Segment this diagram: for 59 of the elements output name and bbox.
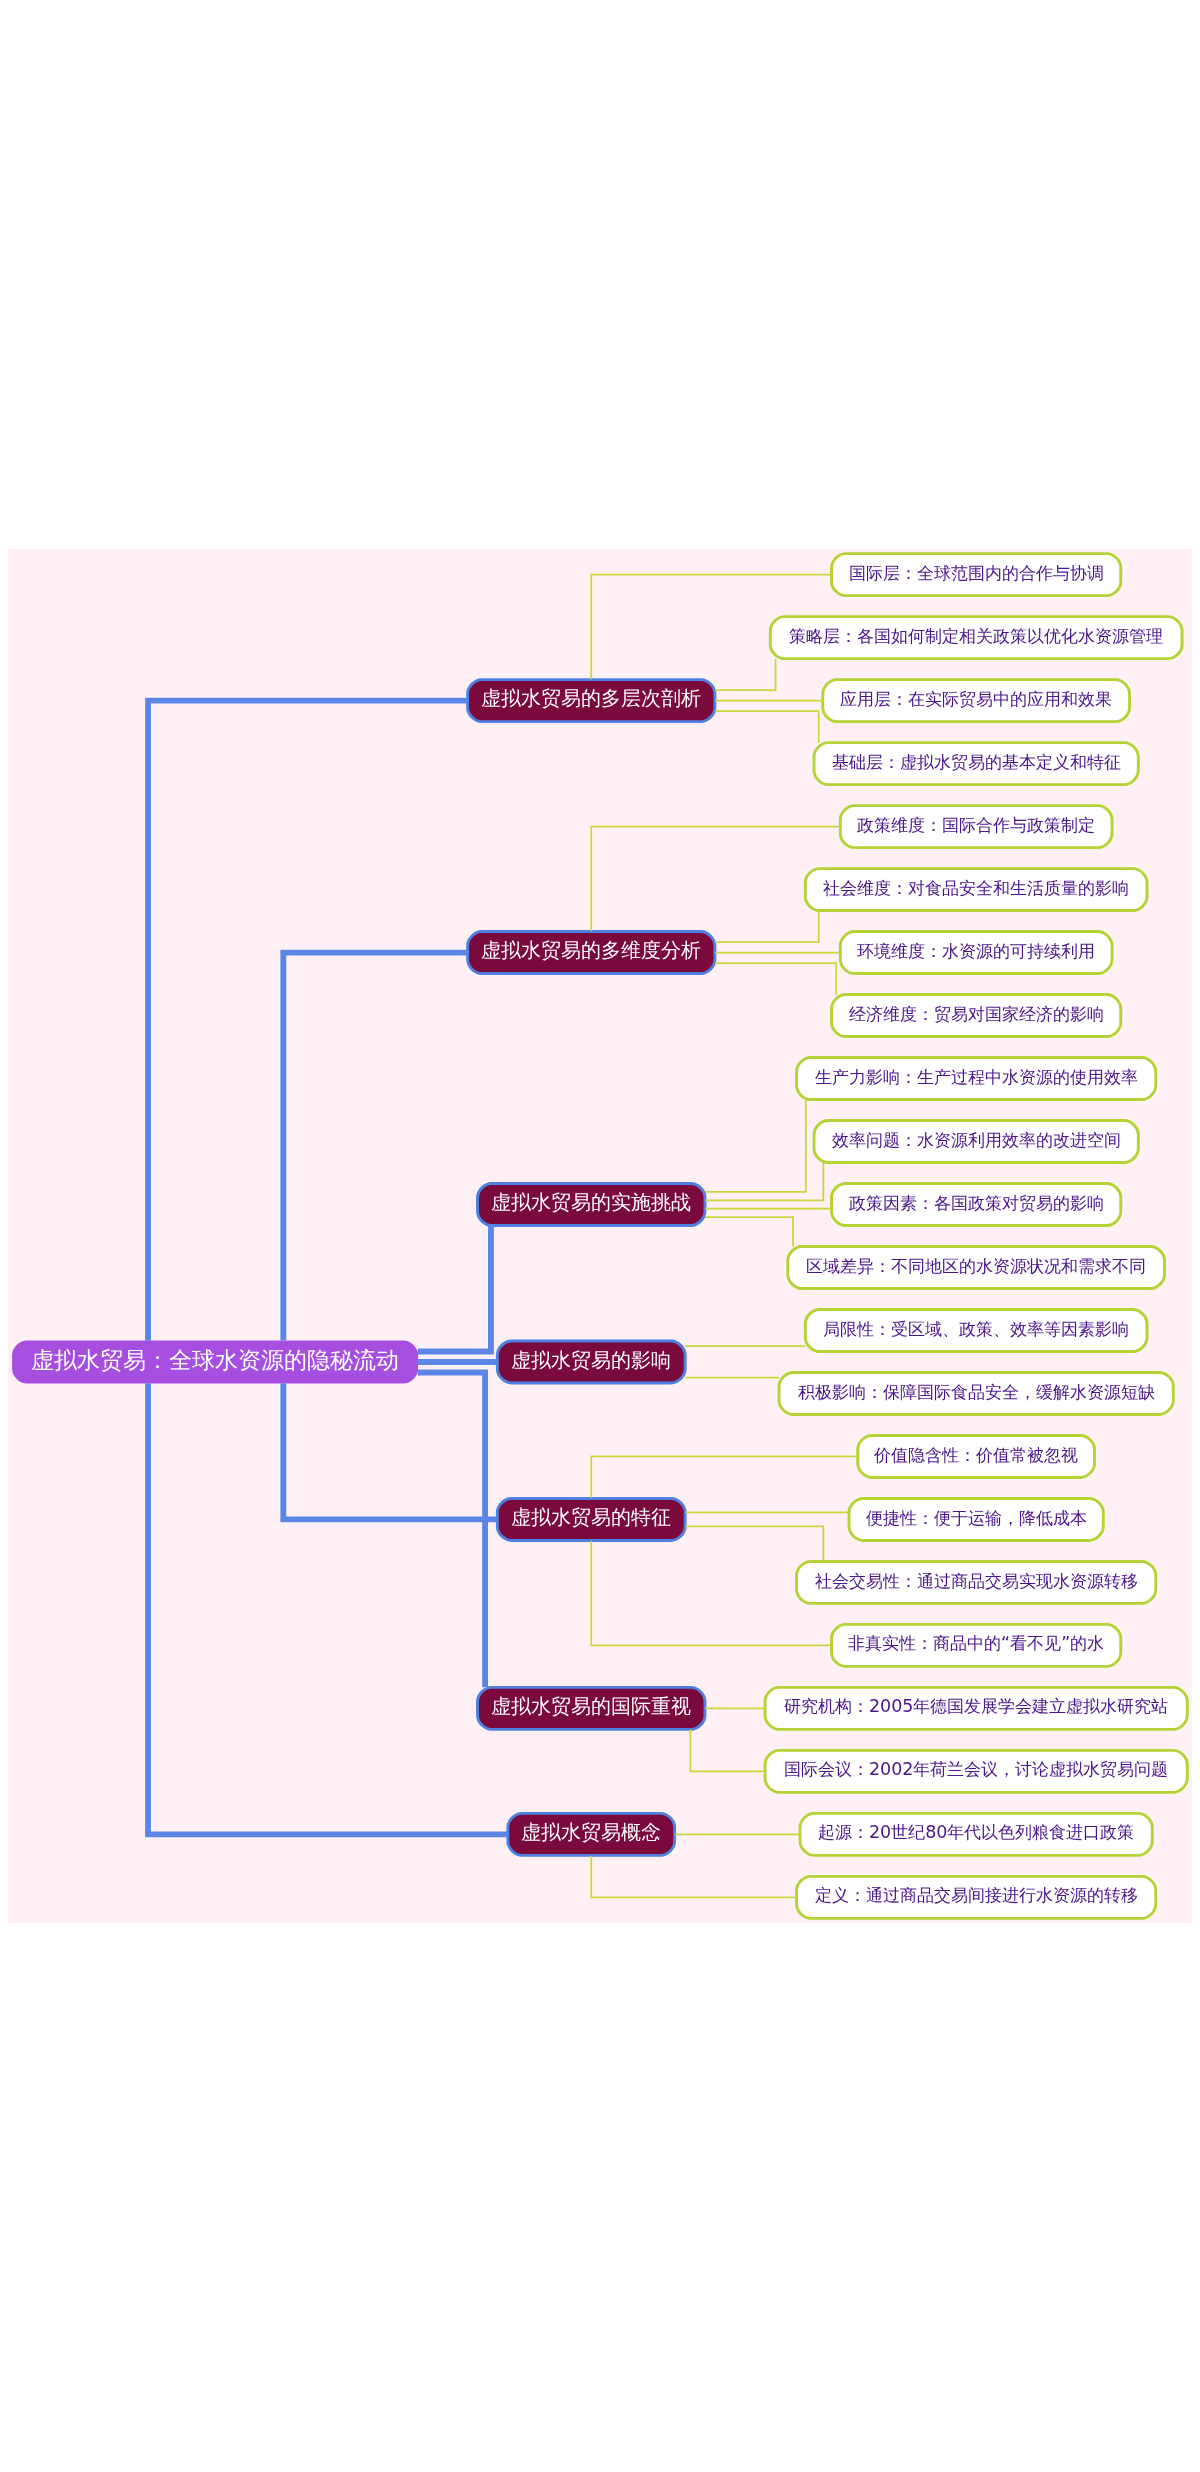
- node-box: 经济维度：贸易对国家经济的影响: [830, 993, 1123, 1038]
- node-box: 研究机构：2005年德国发展学会建立虚拟水研究站: [763, 1685, 1189, 1731]
- connector: [590, 573, 833, 681]
- node-box: 局限性：受区域、政策、效率等因素影响: [803, 1308, 1149, 1353]
- connector: [714, 699, 824, 702]
- connector: [590, 825, 841, 933]
- connector: [145, 697, 468, 1341]
- connector: [673, 1833, 801, 1836]
- node-box: 社会交易性：通过商品交易实现水资源转移: [795, 1559, 1158, 1605]
- connector: [280, 1383, 498, 1523]
- connector: [714, 962, 838, 996]
- connector: [280, 949, 468, 1341]
- node-box: 虚拟水贸易的国际重视: [476, 1685, 707, 1731]
- node-box: 政策因素：各国政策对贸易的影响: [830, 1182, 1123, 1227]
- node-box: 生产力影响：生产过程中水资源的使用效率: [795, 1056, 1158, 1101]
- node-box: 社会维度：对食品安全和生活质量的影响: [803, 867, 1149, 913]
- connector: [684, 1376, 780, 1379]
- connector: [714, 657, 777, 691]
- node-box: 政策维度：国际合作与政策制定: [838, 804, 1114, 850]
- node-box: 国际会议：2002年荷兰会议，讨论虚拟水贸易问题: [763, 1748, 1189, 1794]
- connector: [704, 1216, 794, 1248]
- node-box: 策略层：各国如何制定相关政策以优化水资源管理: [768, 615, 1184, 661]
- node-box: 虚拟水贸易的实施挑战: [476, 1182, 707, 1227]
- connector: [704, 1161, 825, 1202]
- node-box: 定义：通过商品交易间接进行水资源的转移: [795, 1874, 1158, 1920]
- connector: [417, 1369, 489, 1688]
- node-box: 效率问题：水资源利用效率的改进空间: [812, 1119, 1140, 1164]
- node-box: 基础层：虚拟水贸易的基本定义和特征: [812, 741, 1140, 787]
- node-box: 虚拟水贸易的特征: [495, 1497, 687, 1542]
- connector: [417, 1359, 498, 1365]
- connector: [145, 1383, 508, 1838]
- connector: [704, 1207, 833, 1210]
- node-box: 起源：20世纪80年代以色列粮食进口政策: [798, 1811, 1154, 1857]
- connector: [590, 1455, 859, 1499]
- connector: [417, 1225, 494, 1355]
- node-box: 环境维度：水资源的可持续利用: [838, 930, 1114, 975]
- connector: [704, 1707, 766, 1710]
- connector: [689, 1728, 766, 1773]
- node-box: 便捷性：便于运输，降低成本: [847, 1497, 1105, 1542]
- node-box: 积极影响：保障国际食品安全，缓解水资源短缺: [777, 1371, 1175, 1416]
- node-box: 虚拟水贸易的多维度分析: [466, 930, 717, 975]
- node-box: 虚拟水贸易概念: [506, 1811, 677, 1857]
- connector: [684, 1511, 850, 1514]
- node-box: 虚拟水贸易的多层次剖析: [466, 678, 717, 724]
- connector: [684, 1345, 807, 1348]
- node-box: 虚拟水贸易：全球水资源的隐秘流动: [12, 1340, 419, 1384]
- connector: [684, 1525, 825, 1563]
- node-box: 非真实性：商品中的“看不见”的水: [830, 1622, 1123, 1668]
- connector: [590, 1854, 797, 1899]
- connector: [714, 951, 842, 954]
- connector: [704, 1099, 807, 1193]
- node-box: 价值隐含性：价值常被忽视: [856, 1434, 1096, 1479]
- connector: [714, 710, 820, 744]
- node-box: 国际层：全球范围内的合作与协调: [830, 552, 1123, 598]
- node-box: 应用层：在实际贸易中的应用和效果: [821, 678, 1131, 724]
- node-box: 区域差异：不同地区的水资源状况和需求不同: [786, 1245, 1166, 1290]
- node-box: 虚拟水贸易的影响: [495, 1339, 687, 1385]
- connector: [714, 909, 820, 943]
- connector: [590, 1539, 833, 1647]
